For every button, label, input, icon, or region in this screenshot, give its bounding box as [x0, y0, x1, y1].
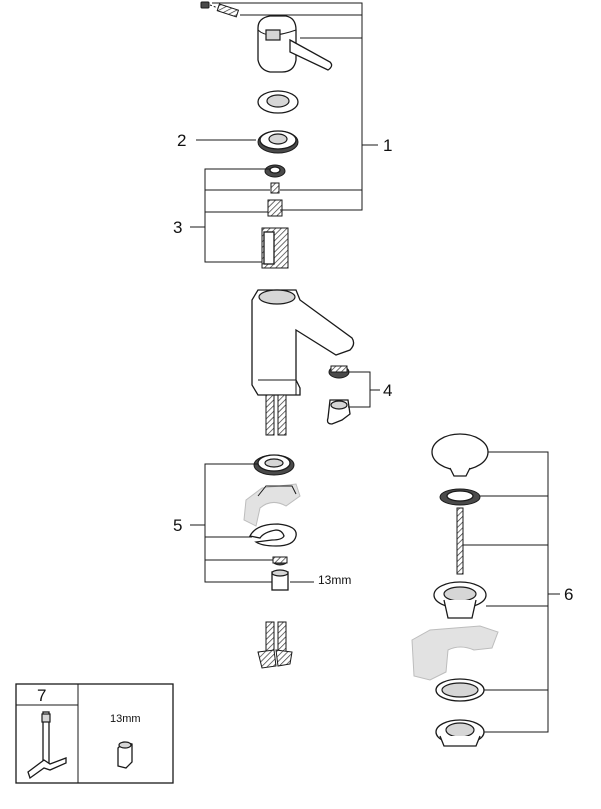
waste-basin-section	[411, 625, 499, 681]
waste-body-flange	[433, 581, 487, 619]
waste-spindle	[456, 507, 464, 575]
supply-hoses-upper	[265, 394, 287, 436]
wrench-size-label: 13mm	[318, 573, 351, 587]
mixer-cartridge	[261, 227, 289, 269]
supply-hoses-lower	[257, 621, 293, 669]
callout-5: 5	[173, 516, 182, 535]
hex-socket-tool	[117, 741, 133, 769]
callout-6: 6	[564, 585, 573, 604]
cartridge-nut	[264, 164, 286, 178]
leader-lines	[190, 2, 560, 733]
waste-seal-ring	[439, 488, 481, 506]
lever-handle	[257, 15, 333, 73]
cartridge-pin	[270, 182, 280, 194]
tee-wrench-tool	[27, 711, 67, 780]
callout-3: 3	[173, 218, 182, 237]
waste-lower-ring	[435, 719, 485, 747]
cartridge-stem	[267, 199, 283, 217]
hex-fixing-nut	[271, 569, 289, 591]
waste-gasket	[435, 678, 485, 702]
tool-size-label: 13mm	[110, 713, 141, 725]
handle-trim-ring	[257, 90, 299, 114]
cover-ring	[257, 130, 299, 154]
basin-section	[243, 483, 301, 527]
waste-plug-cap	[431, 433, 489, 477]
callout-1: 1	[383, 136, 392, 155]
callout-2: 2	[177, 131, 186, 150]
spout-body	[251, 289, 355, 396]
aerator-key	[326, 399, 351, 425]
aerator	[328, 365, 350, 379]
mounting-flange-ring	[253, 454, 295, 476]
callout-7: 7	[37, 686, 46, 705]
callout-4: 4	[383, 381, 392, 400]
fixing-nut	[272, 556, 288, 566]
handle-screw	[200, 1, 240, 18]
horseshoe-washer	[249, 523, 297, 547]
